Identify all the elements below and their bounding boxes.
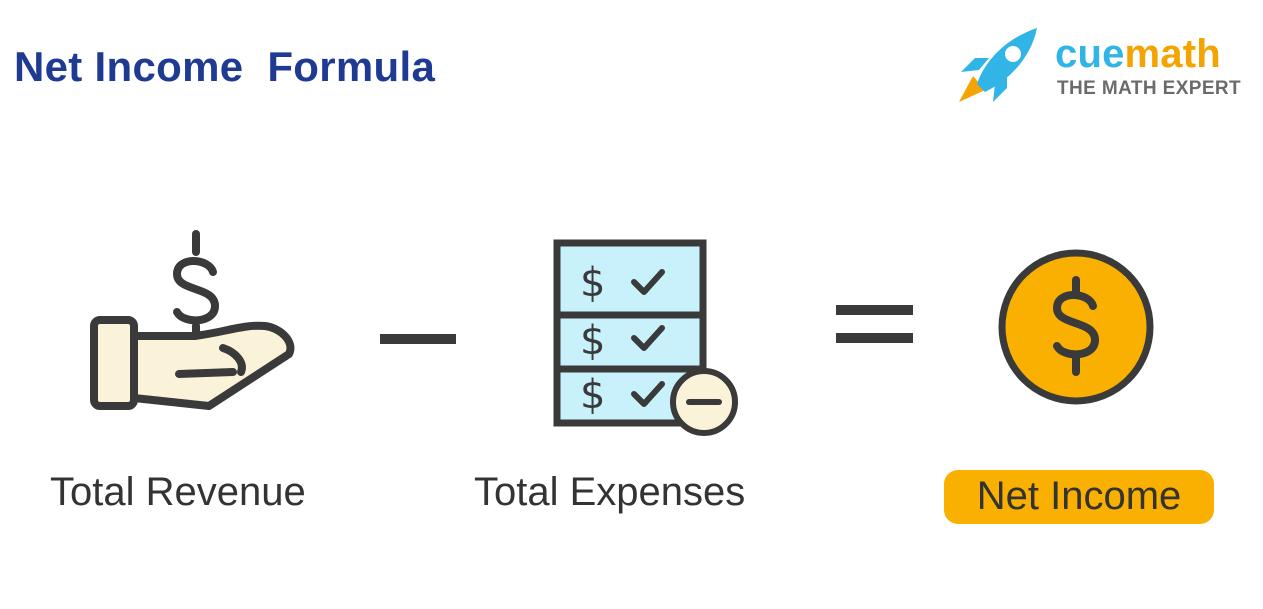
page-title: Net Income Formula bbox=[14, 43, 436, 90]
minus-operator bbox=[380, 334, 456, 344]
sheet-dollar-2: $ bbox=[580, 318, 605, 364]
logo-word-cue: cue bbox=[1055, 32, 1125, 76]
logo-wordmark: cuemath bbox=[1055, 34, 1221, 74]
logo-word-math: math bbox=[1124, 32, 1221, 76]
logo-tagline: THE MATH EXPERT bbox=[1057, 78, 1242, 99]
net-income-label: Net Income bbox=[976, 474, 1182, 518]
minus-badge-icon bbox=[670, 368, 738, 436]
total-expenses-label: Total Expenses bbox=[474, 470, 746, 514]
equals-operator bbox=[836, 305, 913, 343]
cuemath-logo: cuemath THE MATH EXPERT bbox=[955, 22, 1245, 107]
coin-icon bbox=[998, 249, 1154, 405]
expense-sheet-icon: $ $ $ bbox=[553, 239, 738, 436]
sheet-dollar-1: $ bbox=[580, 260, 605, 306]
hand-money-icon bbox=[90, 230, 295, 410]
total-revenue-label: Total Revenue bbox=[50, 470, 306, 514]
sheet-dollar-3: $ bbox=[580, 372, 605, 418]
rocket-icon bbox=[959, 28, 1037, 102]
net-income-pill: Net Income bbox=[944, 470, 1214, 524]
